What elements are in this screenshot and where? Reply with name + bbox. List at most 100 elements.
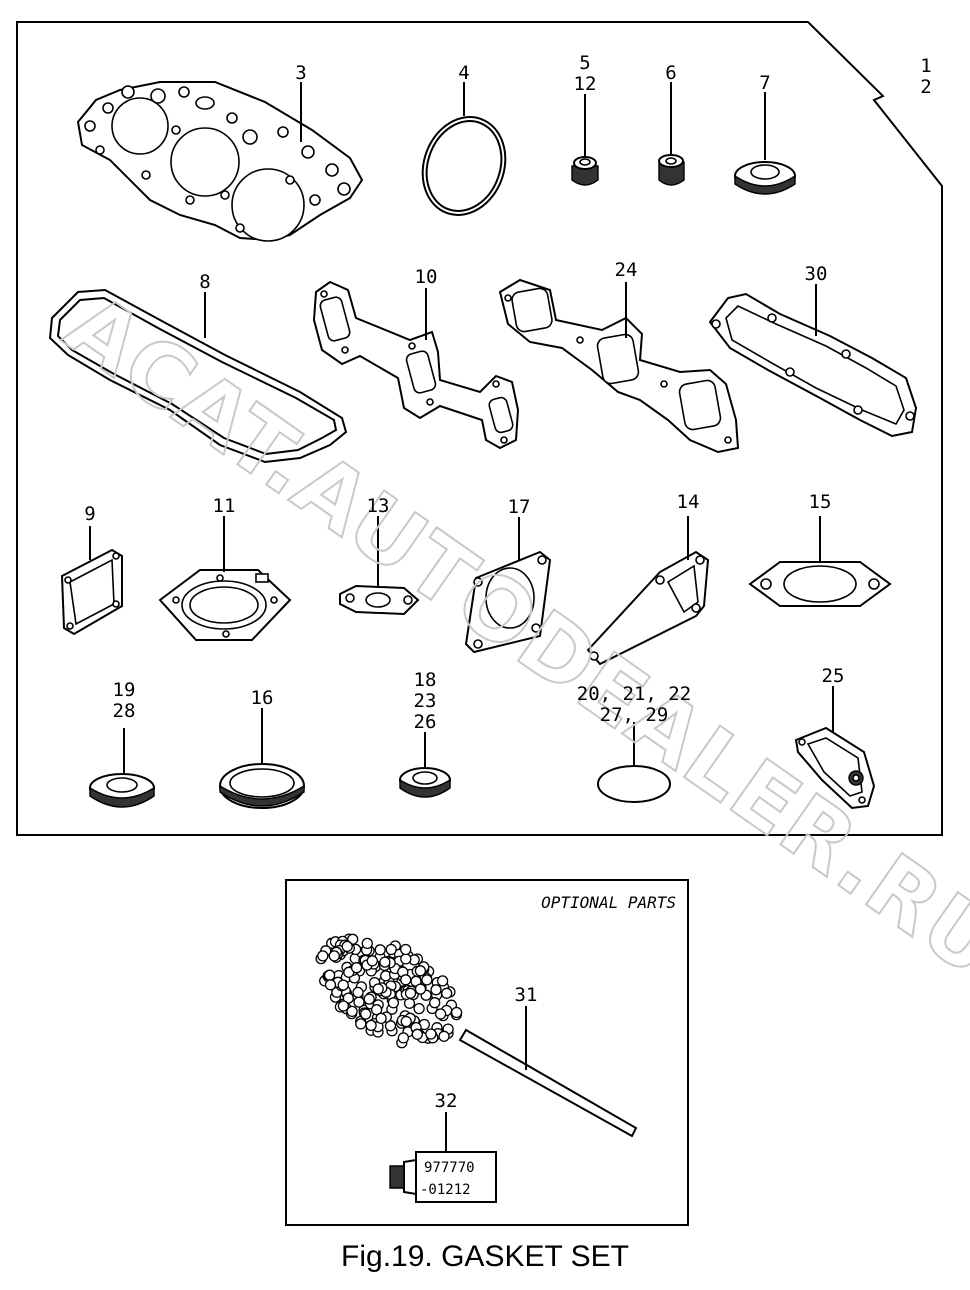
callout-10: 10 (415, 266, 438, 288)
callout-13: 13 (367, 495, 390, 517)
brush-bristle-bead (374, 944, 386, 956)
callout-9: 9 (84, 503, 95, 525)
part-10-manifold-gasket (312, 280, 520, 450)
part-25-gasket (794, 726, 876, 810)
brush-bristle-bead (328, 950, 340, 962)
callout-11: 11 (213, 495, 236, 517)
optional-parts-box (285, 879, 689, 1226)
brush-bristle-bead (370, 1004, 383, 1016)
callout-30: 30 (805, 263, 828, 285)
brush-bristle-bead (414, 965, 427, 977)
part-19-washer (89, 773, 155, 808)
callout-32: 32 (435, 1090, 458, 1112)
brush-bristle-bead (346, 1005, 358, 1018)
brush-bristle-bead (323, 969, 336, 981)
brush-bristle-bead (414, 983, 427, 995)
part-4-o-ring (421, 116, 507, 216)
tube-label-line-1: 977770 (424, 1160, 475, 1176)
brush-bristle-bead (375, 1012, 387, 1025)
brush-bristle-bead (413, 1002, 425, 1015)
brush-bristle-bead (365, 1019, 377, 1032)
callout-14: 14 (677, 491, 700, 513)
part-16-washer (219, 763, 305, 809)
part-32-sealant-tube (389, 1151, 497, 1203)
tube-label-line-2: -01212 (420, 1182, 471, 1198)
brush-bristle-bead (397, 1032, 410, 1044)
main-frame (16, 21, 943, 836)
brush-bristle-bead (430, 984, 442, 996)
brush-bristle-bead (324, 979, 337, 991)
part-14-gasket (586, 550, 710, 666)
callout-1: 1 (920, 55, 931, 77)
callout-5: 5 (579, 52, 590, 74)
brush-bristle-bead (317, 950, 329, 962)
brush-bristle-bead (337, 1000, 350, 1012)
brush-bristle-bead (436, 975, 449, 987)
callout-18: 18 (414, 669, 437, 691)
callout-12: 12 (574, 73, 597, 95)
callout-31: 31 (515, 984, 538, 1006)
part-6-bushing (658, 154, 685, 186)
brush-bristle-bead (429, 997, 441, 1009)
callout-7: 7 (759, 72, 770, 94)
brush-bristle-bead (372, 983, 384, 995)
brush-bristle-bead (387, 997, 400, 1009)
brush-bristle-bead (379, 956, 391, 968)
brush-bristle-bead (363, 993, 375, 1005)
brush-bristle-bead (337, 979, 349, 991)
brush-bristle-bead (400, 943, 412, 956)
brush-bristle-bead (341, 940, 353, 953)
callout-6: 6 (665, 62, 676, 84)
callout-20-21-22: 20, 21, 22 (577, 683, 691, 705)
brush-bristle-bead (361, 937, 373, 950)
callout-28: 28 (113, 700, 136, 722)
brush-bristle-bead (366, 955, 378, 967)
callout-8: 8 (199, 271, 210, 293)
brush-bristle-bead (355, 1018, 367, 1030)
brush-bristle-bead (353, 996, 365, 1008)
brush-bristle-bead (360, 1008, 372, 1020)
callout-15: 15 (809, 491, 832, 513)
brush-bristle-bead (421, 974, 433, 986)
callout-24: 24 (615, 259, 638, 281)
part-13-gasket (339, 584, 420, 616)
brush-bristle-bead (385, 943, 397, 956)
optional-parts-title: OPTIONAL PARTS (541, 893, 676, 912)
part-17-gasket (464, 550, 552, 654)
part-15-gasket (748, 561, 892, 607)
part-30-gasket (708, 292, 918, 438)
callout-26: 26 (414, 711, 437, 733)
brush-bristle-bead (400, 974, 412, 986)
callout-4: 4 (458, 62, 469, 84)
brush-bristle-bead (404, 987, 417, 999)
brush-bristle-bead (411, 1028, 423, 1040)
part-8-rocker-cover-gasket (48, 288, 348, 464)
brush-bristle-bead (438, 1030, 450, 1042)
part-5-valve-stem-seal (571, 156, 599, 186)
brush-bristle-bead (352, 986, 364, 999)
brush-bristle-bead (400, 1015, 412, 1028)
callout-25: 25 (822, 665, 845, 687)
brush-bristle-bead (350, 962, 363, 974)
callout-16: 16 (251, 687, 274, 709)
brush-bristle-bead (400, 953, 412, 965)
part-24-intake-gasket (498, 278, 740, 454)
callout-27-29: 27, 29 (600, 704, 669, 726)
callout-2: 2 (920, 76, 931, 98)
brush-bristle-bead (425, 1028, 437, 1040)
part-31-cylinder-hone (315, 933, 638, 1138)
part-18-washer (399, 767, 451, 798)
brush-bristle-bead (441, 987, 453, 999)
callout-19: 19 (113, 679, 136, 701)
part-11-gasket (158, 569, 292, 641)
callout-23: 23 (414, 690, 437, 712)
brush-bristle-bead (434, 1008, 447, 1020)
part-3-head-gasket (76, 81, 364, 242)
part-9-gasket (60, 548, 123, 636)
callout-3: 3 (295, 62, 306, 84)
part-7-washer (734, 161, 796, 195)
figure-caption: Fig.19. GASKET SET (341, 1240, 629, 1273)
brush-bristle-bead (450, 1006, 463, 1019)
callout-17: 17 (508, 496, 531, 518)
